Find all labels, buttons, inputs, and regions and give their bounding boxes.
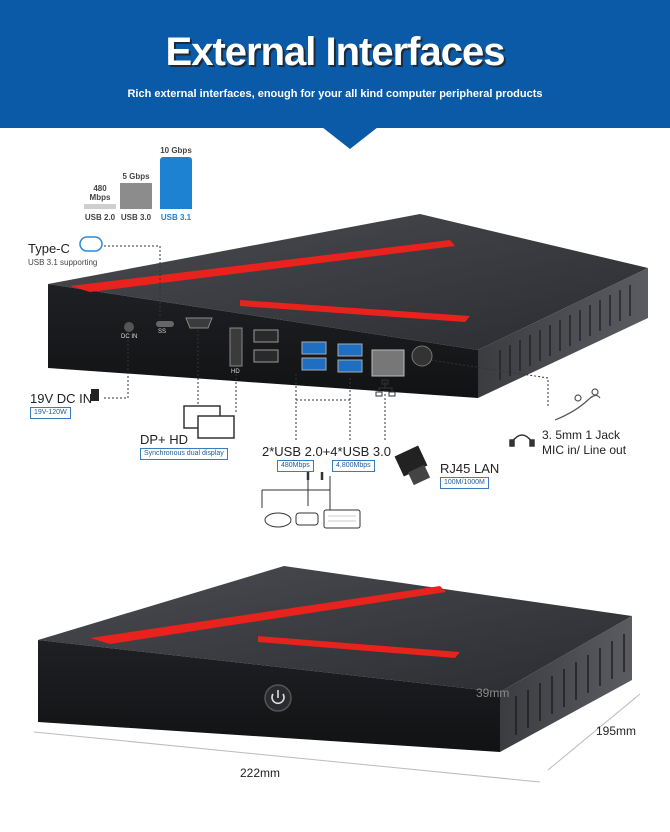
dual-monitor-icon	[183, 405, 235, 439]
page-subtitle: Rich external interfaces, enough for you…	[127, 88, 543, 100]
front-side-vents	[515, 634, 625, 735]
front-side-panel	[500, 616, 632, 752]
displayport-port	[185, 317, 213, 329]
usb3-speed-spec: 4,800Mbps	[332, 460, 375, 472]
depth-dimension: 195mm	[596, 724, 637, 738]
earphone-cable-icon	[554, 388, 601, 421]
speed-name-usb2: USB 2.0	[84, 213, 116, 222]
usb3-port-1	[301, 341, 327, 355]
width-dimension: 222mm	[240, 766, 281, 780]
header-banner	[0, 0, 670, 128]
dp-hd-spec: Synchronous dual display	[140, 448, 228, 460]
keyboard-icon	[323, 509, 361, 529]
type-c-title: Type-C	[28, 241, 70, 256]
rear-red-strip-1	[70, 240, 455, 292]
usb-peripheral-lines	[261, 472, 331, 510]
usb2-speed-spec: 480Mbps	[277, 460, 314, 472]
rj45-spec: 100M/1000M	[440, 477, 489, 489]
usb2-port-2	[253, 349, 279, 363]
speed-bar-usb2	[84, 204, 116, 209]
callout-lines	[104, 245, 549, 440]
dc-in-port-label: DC IN	[121, 334, 138, 340]
speed-label-usb3: 5 Gbps	[122, 172, 150, 181]
rj45-port	[371, 349, 405, 377]
power-icon	[271, 690, 285, 705]
network-icon	[375, 379, 396, 397]
keyboard-keys	[328, 515, 356, 522]
dc-power-icon	[91, 389, 99, 401]
hdmi-port	[229, 327, 243, 367]
audio-title-line2: MIC in/ Line out	[542, 443, 627, 457]
usb3-port-2	[301, 357, 327, 371]
ss-port-label: SS	[158, 329, 167, 335]
rear-top-face	[48, 214, 648, 350]
dc-in-port	[124, 322, 134, 332]
usb3-port-4	[337, 359, 363, 373]
mini-pc-rear-view	[48, 214, 648, 398]
rj45-plug-icon	[394, 445, 431, 486]
usb-title: 2*USB 2.0+4*USB 3.0	[262, 444, 391, 459]
rj45-title: RJ45 LAN	[440, 461, 500, 476]
rear-side-vents	[499, 285, 631, 380]
headset-mic-icon	[509, 434, 535, 447]
speed-name-usb3: USB 3.0	[120, 213, 152, 222]
speed-label-usb31: 10 Gbps	[160, 146, 192, 155]
type-c-subtitle: USB 3.1 supporting	[28, 258, 98, 267]
dp-hd-title: DP+ HD	[140, 432, 189, 447]
height-dimension: 39mm	[476, 686, 510, 700]
front-red-strip-1	[90, 586, 446, 644]
header-notch	[322, 127, 378, 149]
front-top-face	[38, 566, 632, 692]
speed-bar-usb31	[160, 157, 192, 209]
dc-in-spec: 19V-120W	[30, 407, 71, 419]
type-c-icon	[79, 236, 103, 252]
dimension-lines	[33, 693, 641, 783]
usb-drive-icon	[295, 512, 319, 526]
mini-pc-front-view	[38, 566, 632, 752]
usb-speed-chart: 480 Mbps USB 2.0 5 Gbps USB 3.0 10 Gbps …	[80, 140, 200, 226]
speed-label-usb2: 480 Mbps	[89, 184, 111, 202]
mouse-icon	[264, 512, 292, 528]
audio-jack	[411, 345, 433, 367]
audio-title-line1: 3. 5mm 1 Jack	[542, 428, 621, 442]
page-title: External Interfaces	[165, 30, 506, 74]
hd-port-label: HD	[231, 369, 240, 375]
speed-name-usb31: USB 3.1	[160, 213, 192, 222]
usb3-port-3	[337, 343, 363, 357]
usb2-port-1	[253, 329, 279, 343]
front-red-strip-2	[258, 636, 460, 658]
rear-red-strip-2	[240, 300, 470, 322]
type-c-port	[156, 321, 174, 327]
speed-bar-usb3	[120, 183, 152, 209]
dc-in-title: 19V DC IN	[30, 391, 93, 406]
